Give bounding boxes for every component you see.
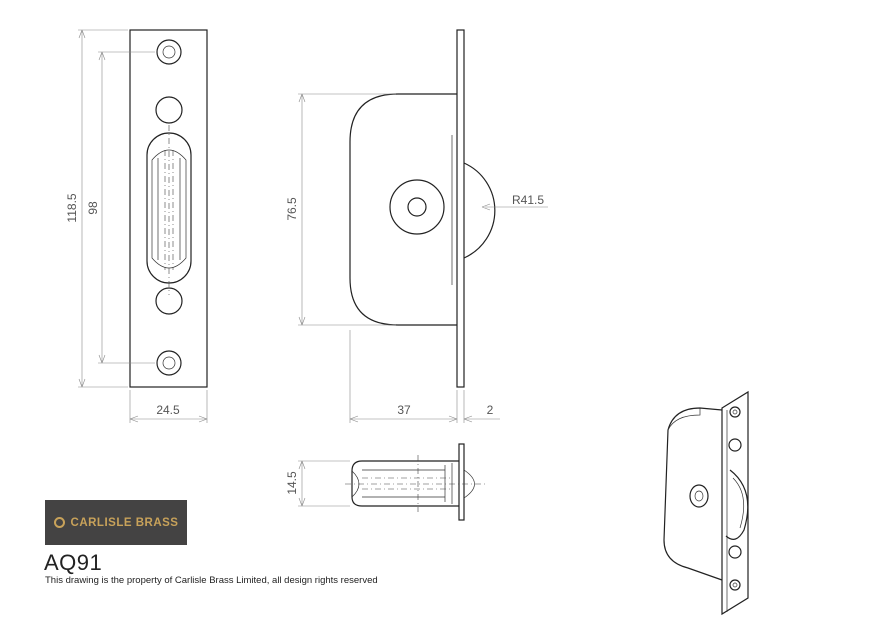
brand-mark-icon: [53, 517, 65, 528]
front-dimensions: 118.5 98 24.5: [65, 29, 208, 423]
iso-plate: [721, 390, 749, 616]
dim-side-height: 76.5: [285, 197, 299, 221]
side-dimensions: 76.5 37 2: [285, 93, 500, 423]
dim-front-width: 24.5: [156, 403, 180, 417]
bottom-dimensions: 14.5: [285, 460, 350, 507]
property-notice: This drawing is the property of Carlisle…: [45, 575, 378, 586]
dim-front-height: 118.5: [65, 193, 79, 222]
isometric-view: [663, 390, 749, 616]
side-body: [349, 93, 457, 326]
side-view: R41.5: [349, 29, 548, 388]
dim-body-depth: 37: [397, 403, 411, 417]
iso-axle: [689, 484, 709, 508]
axle-boss: [389, 179, 445, 235]
bottom-plate: [458, 443, 465, 521]
side-plate: [456, 29, 465, 388]
dim-radius: R41.5: [512, 193, 544, 207]
brand-name: CARLISLE BRASS: [70, 516, 179, 529]
face-plate: [129, 29, 208, 388]
dim-bottom-height: 14.5: [285, 471, 299, 495]
screw-hole-bottom: [156, 350, 182, 376]
wheel-arc: [463, 162, 496, 259]
dim-plate-thickness: 2: [487, 403, 494, 417]
bottom-view: [345, 443, 485, 521]
screw-hole-top: [156, 39, 182, 65]
hole-lower: [155, 287, 183, 315]
brand-logo: CARLISLE BRASS: [45, 500, 187, 545]
hole-upper: [155, 96, 183, 124]
product-code: AQ91: [44, 550, 103, 575]
dim-hole-centers: 98: [86, 201, 100, 215]
front-view: [129, 29, 208, 388]
